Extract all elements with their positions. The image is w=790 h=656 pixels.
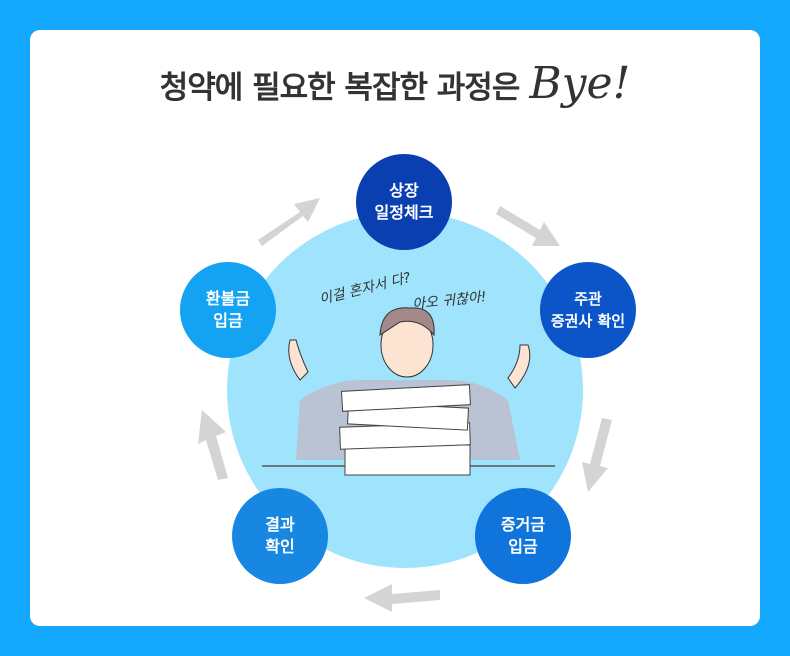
man-with-papers-illustration (262, 307, 555, 476)
arrow-icon (364, 584, 440, 612)
arrow-icon (198, 410, 228, 480)
arrow-icon (582, 418, 612, 492)
arrow-icon (258, 198, 320, 246)
arrow-icon (496, 206, 560, 246)
bye-lettering: Bye! (529, 58, 631, 109)
